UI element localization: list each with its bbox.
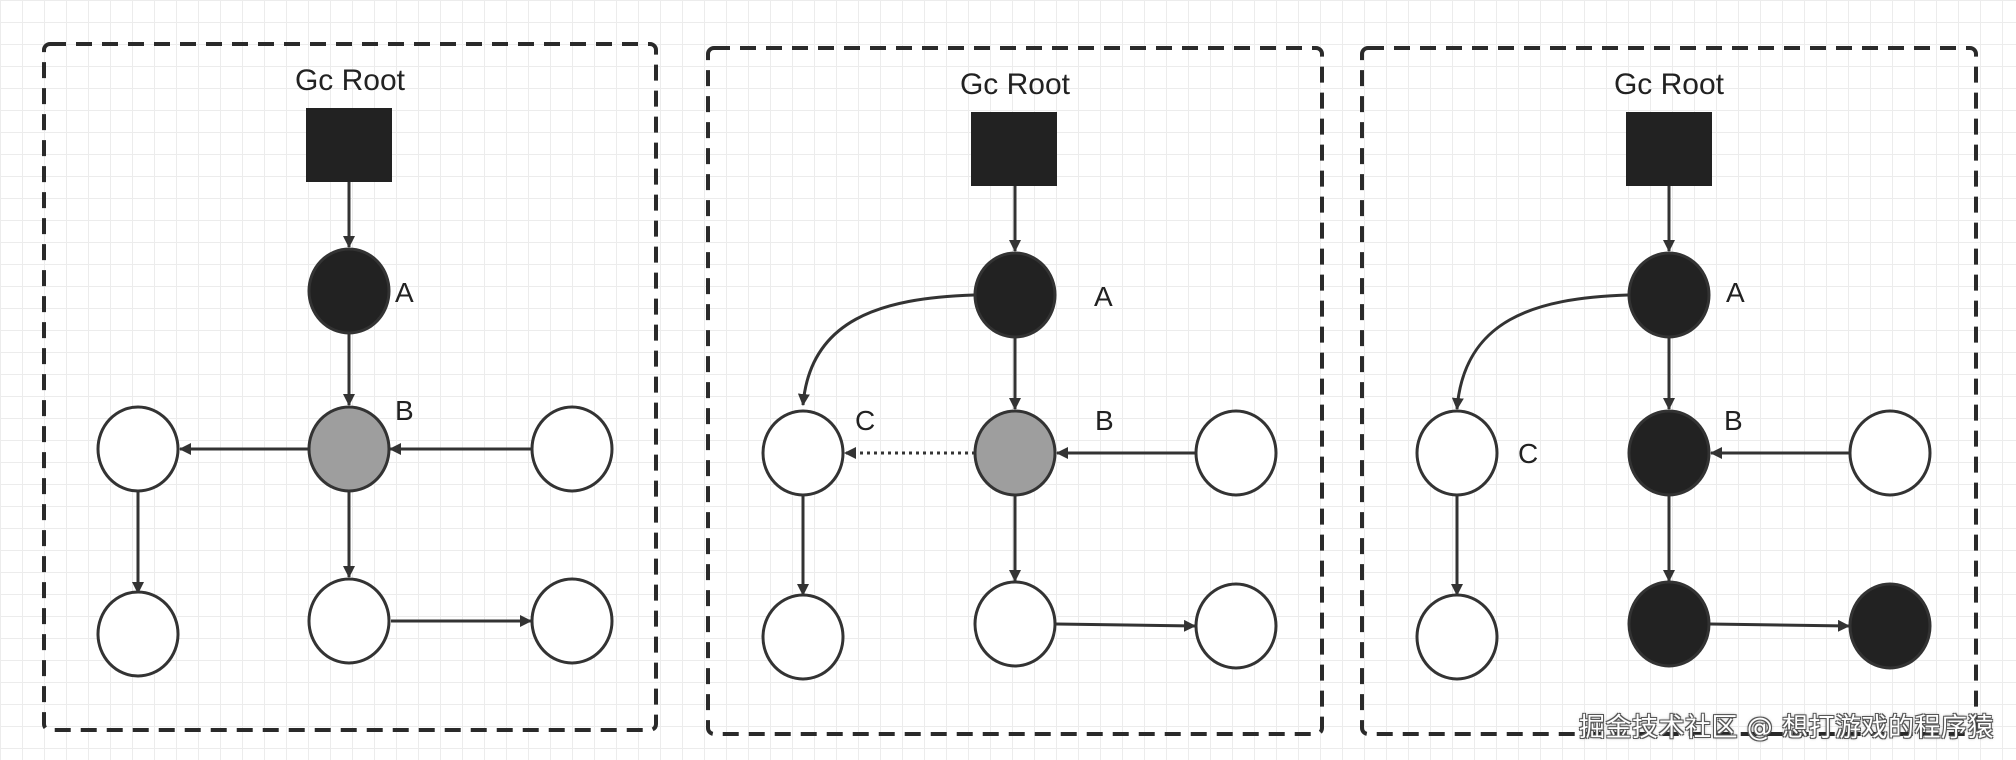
panel-2-node-c (761, 409, 845, 497)
panel-1-label-a: A (395, 277, 414, 308)
panel-2-node-a (973, 251, 1057, 339)
panel-3-node-b (1627, 409, 1711, 497)
panel-3-node-a (1627, 251, 1711, 339)
panel-1-root-label: Gc Root (295, 64, 406, 97)
panel-3-root-label: Gc Root (1614, 68, 1725, 101)
panel-3-label-b: B (1724, 405, 1743, 436)
panel-2-edge-bottom-right (1055, 619, 1196, 632)
panel-1-gc-root (306, 108, 392, 182)
panel-1-node-b (307, 405, 391, 493)
panel-2-edge-a-c (797, 293, 975, 406)
panel-3-label-c: C (1518, 438, 1538, 469)
panel-1-frame (42, 42, 658, 732)
panel-2-label-a: A (1094, 281, 1113, 312)
panel-2-node-bottom-right (1194, 582, 1278, 670)
panel-2-gc-root (971, 112, 1057, 186)
panel-2-label-c: C (855, 405, 875, 436)
panel-2: Gc Root A B C (706, 46, 1324, 736)
panel-3-edge-a-c (1451, 293, 1629, 410)
panel-2-node-bottom-center (973, 580, 1057, 668)
panel-3-frame (1360, 46, 1978, 736)
panel-3-node-bottom-left (1415, 593, 1499, 681)
panel-3-node-c (1415, 409, 1499, 497)
panel-1-node-left (96, 405, 180, 493)
panel-2-label-b: B (1095, 405, 1114, 436)
panel-3: Gc Root A B C (1360, 46, 1978, 736)
panel-3-edge-bottom-right (1709, 619, 1850, 632)
panel-3-node-bottom-right (1848, 582, 1932, 670)
panel-3-node-right (1848, 409, 1932, 497)
panel-2-frame (706, 46, 1324, 736)
panel-2-root-label: Gc Root (960, 68, 1071, 101)
panel-2-node-bottom-left (761, 593, 845, 681)
panel-2-node-b (973, 409, 1057, 497)
panel-1-node-bottom-right (530, 577, 614, 665)
panel-2-node-right (1194, 409, 1278, 497)
panel-3-node-bottom-center (1627, 580, 1711, 668)
panel-1-node-bottom-left (96, 590, 180, 678)
panel-1-node-bottom-center (307, 577, 391, 665)
panel-1-label-b: B (395, 395, 414, 426)
panel-3-label-a: A (1726, 277, 1745, 308)
panel-3-gc-root (1626, 112, 1712, 186)
panel-1-node-a (307, 247, 391, 335)
panel-1: Gc Root A B (42, 42, 658, 732)
watermark-text: 掘金技术社区 @ 想打游戏的程序猿 (1578, 713, 1994, 743)
panel-1-node-right (530, 405, 614, 493)
